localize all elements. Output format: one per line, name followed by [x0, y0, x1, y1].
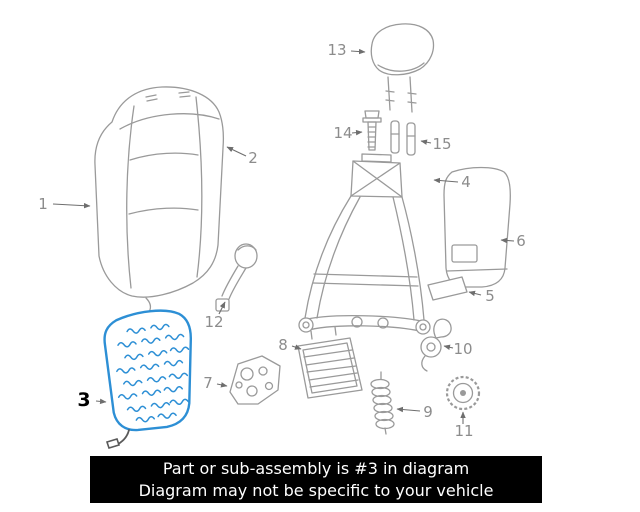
seat-back-frame: [298, 153, 431, 335]
callout-3-highlighted: 3: [77, 389, 91, 411]
callout-5: 5: [485, 287, 495, 305]
callout-6: 6: [516, 232, 526, 250]
callout-9: 9: [423, 403, 433, 421]
callout-7: 7: [203, 374, 213, 392]
seat-back-panel: [443, 166, 511, 288]
recliner-spring: [370, 371, 395, 435]
callout-13: 13: [327, 41, 347, 59]
seat-module-bracket: [229, 355, 281, 405]
belt-guide-trim: [215, 243, 258, 312]
callout-8: 8: [278, 336, 288, 354]
callout-4: 4: [461, 173, 471, 191]
seat-heater-element: [103, 309, 193, 432]
headrest-guides: [390, 120, 416, 156]
headrest: [370, 23, 435, 113]
seat-back-cushion: [94, 86, 225, 323]
info-banner: Part or sub-assembly is #3 in diagram Di…: [90, 456, 542, 503]
headrest-bolt: [362, 110, 382, 151]
callout-11: 11: [454, 422, 474, 440]
lumbar-support-grid: [297, 326, 363, 399]
banner-line-1: Part or sub-assembly is #3 in diagram: [162, 458, 470, 478]
callout-2: 2: [248, 149, 258, 167]
banner-line-2: Diagram may not be specific to your vehi…: [138, 480, 494, 500]
callout-1: 1: [38, 195, 48, 213]
heater-wire-connector: [105, 429, 130, 449]
recliner-handle: [420, 318, 452, 372]
callout-arrows: [52, 48, 515, 424]
adjuster-knob: [445, 375, 481, 411]
callout-12: 12: [204, 313, 224, 331]
callout-15: 15: [432, 135, 452, 153]
callout-10: 10: [453, 340, 473, 358]
mounting-plate: [427, 276, 468, 301]
callout-14: 14: [333, 124, 353, 142]
